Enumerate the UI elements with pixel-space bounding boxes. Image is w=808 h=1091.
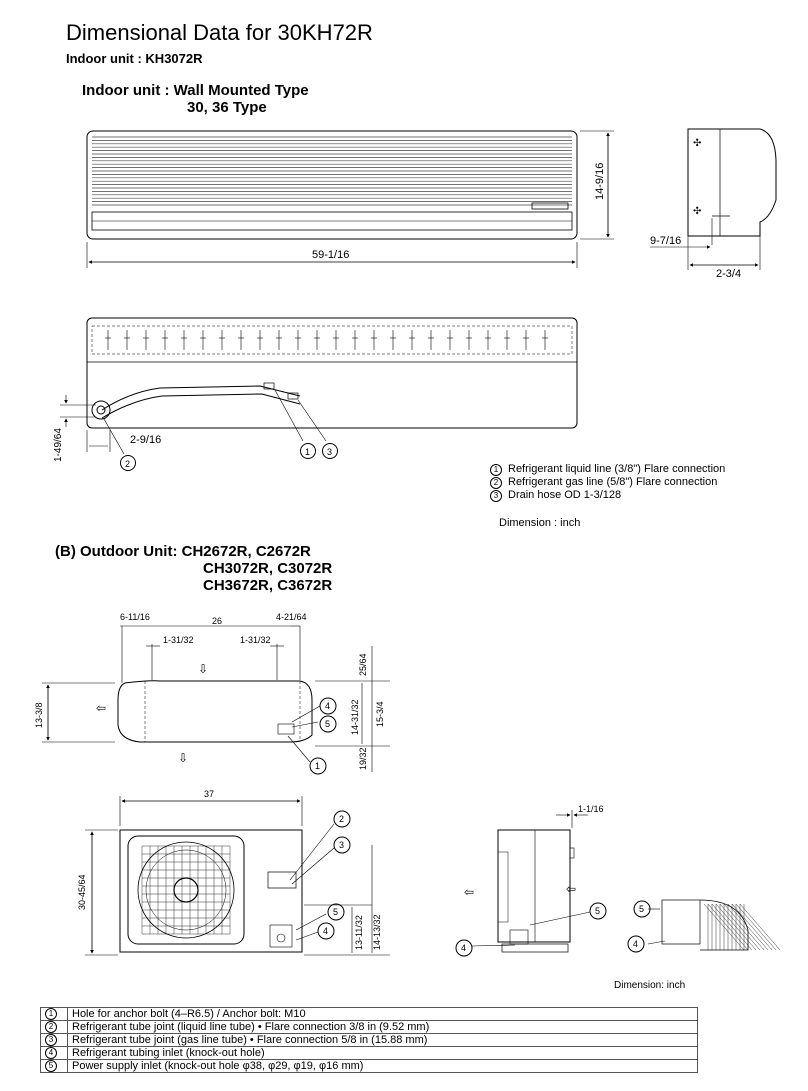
svg-text:✣: ✣ — [693, 206, 701, 217]
svg-text:⇦: ⇦ — [96, 701, 106, 715]
dim-indoor-pipe-height: 1-49/64 — [53, 428, 64, 462]
svg-text:⇦: ⇦ — [566, 882, 576, 896]
dim-out-height-full: 15-3/4 — [375, 701, 385, 727]
indoor-rear-view — [60, 317, 578, 471]
outdoor-side-view: ⇦ ⇦ — [455, 810, 781, 957]
svg-text:⇩: ⇩ — [198, 662, 208, 676]
outdoor-dimension-note: Dimension: inch — [614, 980, 686, 991]
svg-text:⇩: ⇩ — [178, 751, 188, 765]
page-subtitle: Indoor unit : KH3072R — [66, 51, 203, 66]
dim-indoor-left-offset: 2-9/16 — [130, 434, 161, 446]
dim-out-left-foot: 1-31/32 — [163, 635, 194, 645]
callout-1-indoor — [300, 443, 316, 459]
callout-1-label: 1 — [305, 447, 310, 457]
callout-3-indoor — [322, 443, 338, 459]
dim-out-span: 26 — [212, 616, 222, 626]
dim-out-bottom-gap: 19/32 — [358, 747, 368, 770]
indoor-front-view — [86, 130, 614, 268]
dim-indoor-width: 59-1/16 — [312, 249, 349, 261]
dim-out-low1: 13-11/32 — [354, 915, 364, 950]
dim-out-right-foot: 1-31/32 — [240, 635, 271, 645]
svg-text:✣: ✣ — [693, 138, 701, 149]
dim-out-height-mid: 14-31/32 — [350, 699, 360, 735]
out-callout-5-front: 5 — [333, 907, 338, 917]
svg-text:⇦: ⇦ — [464, 885, 474, 899]
out-callout-2-front: 2 — [339, 814, 344, 824]
out-callout-3-front: 3 — [339, 840, 344, 850]
out-callout-4-front: 4 — [323, 926, 328, 936]
out-callout-5-detail: 5 — [639, 904, 644, 914]
indoor-dimension-note: Dimension : inch — [499, 517, 581, 529]
outdoor-model-3: CH3672R, C3672R — [203, 577, 333, 594]
indoor-header-line1: Indoor unit : Wall Mounted Type — [82, 82, 309, 99]
dim-out-width: 37 — [204, 789, 214, 799]
dim-indoor-height: 14-9/16 — [594, 163, 606, 200]
dim-out-left-height: 13-3/8 — [34, 702, 44, 728]
dim-indoor-depth: 2-3/4 — [716, 268, 741, 280]
dim-indoor-side-offset: 9-7/16 — [650, 235, 681, 247]
outdoor-front-view — [85, 796, 390, 956]
callout-3-label: 3 — [327, 447, 332, 457]
dim-out-low2: 14-13/32 — [372, 914, 382, 950]
out-callout-5-top: 5 — [325, 719, 330, 729]
dim-out-front-height: 30-45/64 — [77, 874, 87, 910]
indoor-header-line2: 30, 36 Type — [187, 99, 267, 116]
out-callout-4-detail: 4 — [633, 939, 638, 949]
dim-out-left-offset: 6-11/16 — [120, 612, 150, 622]
outdoor-top-view: ⇩ ⇦ ⇩ — [42, 625, 390, 775]
indoor-side-view: ✣ ✣ — [650, 128, 777, 270]
dim-out-top-gap: 25/64 — [358, 653, 368, 676]
indoor-header: Indoor unit : Wall Mounted Type 30, 36 T… — [82, 82, 309, 116]
outdoor-header: (B) Outdoor Unit: CH2672R, C2672R CH3072… — [55, 543, 332, 594]
outdoor-model-2: CH3072R, C3072R — [203, 560, 333, 577]
out-callout-1-top: 1 — [315, 761, 320, 771]
outdoor-header-prefix: (B) Outdoor Unit: — [55, 543, 178, 560]
dim-out-side-offset: 1-1/16 — [578, 804, 604, 814]
callout-2-label: 2 — [125, 459, 130, 469]
callout-2-indoor — [120, 455, 136, 471]
outdoor-model-1: CH2672R, C2672R — [181, 543, 311, 560]
page-title: Dimensional Data for 30KH72R — [66, 20, 373, 45]
out-callout-4-top: 4 — [325, 701, 330, 711]
out-callout-4-side: 4 — [461, 943, 466, 953]
dim-out-right-offset: 4-21/64 — [276, 612, 307, 622]
out-callout-5-side: 5 — [595, 906, 600, 916]
